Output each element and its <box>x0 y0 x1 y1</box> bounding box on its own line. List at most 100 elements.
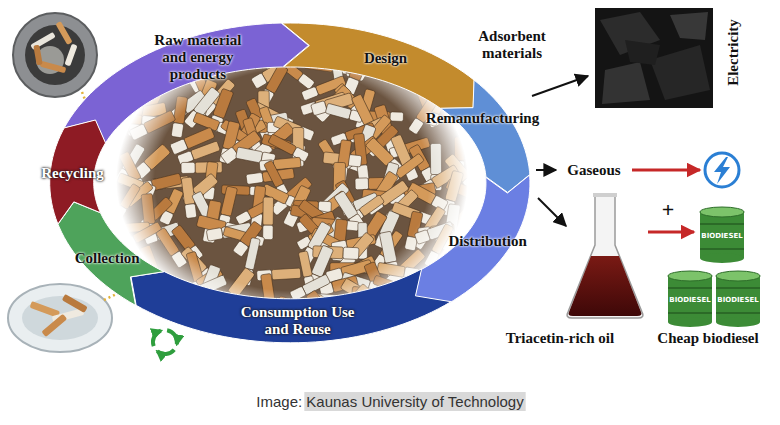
butt-photo <box>408 118 424 135</box>
carbon-photo <box>595 8 713 108</box>
barrel-photo <box>668 271 712 281</box>
ashtray-photo <box>25 25 85 85</box>
barrel-photo <box>668 276 712 322</box>
butt-photo <box>355 178 369 190</box>
band-label: Collection <box>75 250 140 267</box>
carbon-photo <box>650 45 710 100</box>
lightning-icon <box>705 153 739 187</box>
barrel-label: BIODIESEL <box>669 296 710 305</box>
butt-photo <box>193 112 220 131</box>
output-label: + <box>662 198 675 222</box>
butt-photo <box>265 64 288 94</box>
butt-photo <box>113 205 128 221</box>
butt-photo <box>206 228 223 242</box>
butt-photo <box>113 183 141 220</box>
leader-arrow <box>538 198 566 226</box>
band-label: Design <box>364 50 407 67</box>
butt-photo <box>377 262 406 277</box>
butt-photo <box>129 110 176 140</box>
barrel-photo <box>700 207 744 263</box>
butt-photo <box>156 227 188 268</box>
barrel-label: BIODIESEL <box>701 232 742 241</box>
butt-photo <box>141 193 155 224</box>
barrel-photo <box>716 271 760 327</box>
cycle-arrow-band: Distribution <box>415 175 530 302</box>
cycle-arrow-band: Consumption Use and Reuse <box>131 269 451 343</box>
butt-photo <box>235 198 275 226</box>
butt-photo <box>251 73 268 89</box>
butt-photo <box>177 141 221 165</box>
butt-photo <box>414 230 430 245</box>
butt-photo <box>263 197 274 225</box>
ashtray-photo <box>8 284 112 352</box>
cycle-arrow-band: Raw material and energy products <box>64 23 309 143</box>
barrel-photo <box>716 276 760 322</box>
band-shape <box>282 23 474 108</box>
butt-photo <box>390 112 404 122</box>
butt-photo <box>273 157 301 170</box>
cycle-arrow-band: Collection <box>58 202 164 305</box>
ashtray-photo <box>13 13 97 97</box>
ashtray-photo <box>40 61 67 74</box>
recycle-symbol <box>153 330 177 354</box>
butt-photo <box>430 143 441 174</box>
recycle-symbol <box>153 331 161 346</box>
barrel-photo <box>700 212 744 258</box>
butt-photo <box>445 170 464 202</box>
butt-photo <box>236 147 263 163</box>
butt-photo <box>351 94 374 126</box>
butt-photo <box>185 204 197 219</box>
ashtray-photo <box>22 296 98 340</box>
band-shape <box>440 80 530 192</box>
butt-photo <box>263 225 273 240</box>
barrel-photo <box>716 271 760 281</box>
flask-photo <box>593 193 617 197</box>
ashtray-photo <box>64 44 77 67</box>
barrel-photo <box>700 223 744 225</box>
cycle-arrow-band: Design <box>282 23 474 108</box>
barrel-photo <box>700 248 744 250</box>
cycle-arrow-band: Recycling <box>38 120 106 224</box>
band-shape <box>64 23 309 143</box>
cycle-arrow-band: Remanufacturing <box>423 80 542 192</box>
barrel-photo <box>668 312 712 314</box>
output-label: Electricity <box>724 19 741 86</box>
butt-photo <box>213 88 234 118</box>
butt-photo <box>156 227 180 256</box>
output-label: Triacetin-rich oil <box>506 330 614 347</box>
barrel-photo <box>716 312 760 314</box>
lightning-icon <box>705 153 739 187</box>
butt-photo <box>263 197 274 240</box>
butt-photo <box>171 123 184 138</box>
band-label: Consumption Use and Reuse <box>233 304 363 338</box>
barrel-label: BIODIESEL <box>717 296 758 305</box>
lightning-icon <box>714 157 730 184</box>
butt-photo <box>245 237 261 270</box>
butt-photo <box>143 110 176 134</box>
recycle-symbol <box>157 350 174 354</box>
band-label: Recycling <box>41 165 103 182</box>
butt-photo <box>181 162 195 173</box>
carbon-photo <box>670 12 708 40</box>
process-arrow <box>632 169 700 172</box>
ashtray-photo <box>8 284 112 352</box>
barrel-photo <box>668 287 712 289</box>
leader-arrow <box>532 76 588 96</box>
butt-photo <box>233 241 249 258</box>
flask-photo <box>569 256 642 316</box>
carbon-photo <box>602 62 650 104</box>
output-label: Cheap biodiesel <box>657 330 758 347</box>
butt-photo <box>129 124 148 141</box>
barrel-photo <box>716 287 760 289</box>
carbon-photo <box>625 40 660 65</box>
carbon-photo <box>595 8 713 108</box>
band-shape <box>415 175 530 302</box>
flask-photo <box>567 193 643 318</box>
butt-photo <box>334 191 358 220</box>
butt-photo <box>343 247 359 259</box>
output-label: Adsorbent materials <box>467 28 557 62</box>
recycle-symbol <box>167 330 177 344</box>
flask-photo <box>567 196 643 318</box>
butt-photo <box>221 186 238 216</box>
band-label: Distribution <box>448 233 526 250</box>
